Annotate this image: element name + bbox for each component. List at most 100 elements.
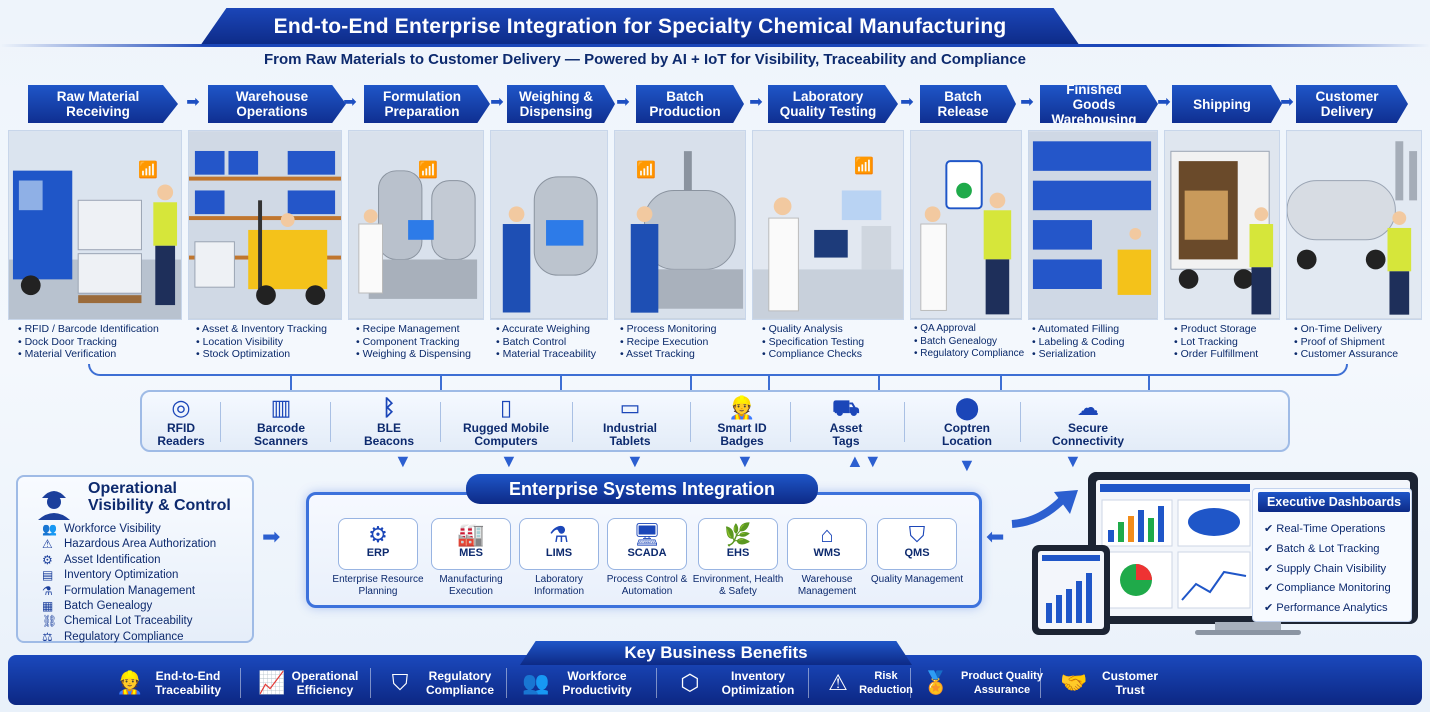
benefits-title: Key Business Benefits	[520, 641, 912, 665]
divider	[808, 668, 809, 698]
arrow-right-icon: ➡	[262, 524, 281, 549]
device-label: Smart ID Badges	[717, 421, 767, 448]
list-item: Compliance Monitoring	[1264, 579, 1390, 599]
flow-arrow-icon: ➡	[1280, 94, 1294, 111]
divider	[440, 402, 441, 442]
flask-icon: ⚗	[549, 522, 569, 547]
divider	[370, 668, 371, 698]
photo-warehouse	[188, 130, 342, 320]
bullet: Recipe Management	[356, 323, 471, 336]
connector-drop	[1000, 376, 1002, 390]
genealogy-icon: ▦	[42, 599, 54, 614]
bullet: Accurate Weighing	[496, 323, 596, 336]
list-item-label: Hazardous Area Authorization	[64, 538, 217, 551]
system-description: Quality Management	[870, 574, 964, 585]
bullet: QA Approval	[914, 323, 1024, 336]
flow-arrow-icon: ➡	[186, 94, 200, 111]
dashboard-list: Real-Time Operations Batch & Lot Trackin…	[1264, 520, 1391, 619]
enterprise-systems-title: Enterprise Systems Integration	[466, 474, 818, 504]
list-item: 👥Workforce Visibility	[42, 522, 216, 537]
bullet: Product Storage	[1174, 323, 1258, 336]
list-item: Real-Time Operations	[1264, 520, 1391, 540]
photo-laboratory	[752, 130, 904, 320]
monitor-base	[1195, 630, 1301, 635]
stage-bullets-production: Process MonitoringRecipe ExecutionAsset …	[620, 323, 716, 361]
device-label: BLE Beacons	[363, 421, 415, 448]
list-item: Supply Chain Visibility	[1264, 560, 1391, 580]
list-item-label: Workforce Visibility	[64, 523, 161, 535]
benefit-productivity: 👥Workforce Productivity	[518, 666, 640, 700]
shield-check-icon: ⛉	[908, 522, 926, 547]
bullet: Automated Filling	[1032, 323, 1124, 336]
bullet: Stock Optimization	[196, 348, 327, 361]
divider	[572, 402, 573, 442]
divider	[656, 668, 657, 698]
bullet: Location Visibility	[196, 336, 327, 349]
system-description: Process Control & Automation	[606, 574, 688, 597]
system-wms: ⌂WMS	[787, 518, 867, 570]
divider	[1040, 668, 1041, 698]
stage-label: Shipping	[1193, 96, 1251, 112]
stage-label: Batch Production	[649, 89, 721, 119]
arrow-down-icon: ▼	[958, 455, 976, 475]
device-label: Rugged Mobile Computers	[463, 421, 549, 448]
growth-chart-icon: 📈	[258, 670, 286, 695]
chain-icon: ⛓	[42, 614, 58, 629]
stage-bullets-weighing: Accurate WeighingBatch ControlMaterial T…	[496, 323, 596, 361]
stage-laboratory-quality-testing: Laboratory Quality Testing	[768, 85, 898, 123]
stage-formulation-preparation: Formulation Preparation	[364, 85, 490, 123]
connector-drop	[690, 376, 692, 390]
warning-icon: ⚠	[828, 670, 848, 695]
bullet: RFID / Barcode Identification	[18, 323, 159, 336]
wifi-icon: 📶	[636, 162, 656, 179]
benefit-efficiency: 📈Operational Efficiency	[254, 666, 360, 700]
system-qms: ⛉QMS	[877, 518, 957, 570]
benefit-label: End-to-End Traceability	[154, 669, 222, 697]
bullet: Batch Control	[496, 336, 596, 349]
list-item: ⚗Formulation Management	[42, 584, 216, 599]
divider	[506, 668, 507, 698]
benefit-compliance: ⛉Regulatory Compliance	[382, 666, 502, 700]
system-name: MES	[459, 547, 483, 559]
bullet: Batch Genealogy	[914, 336, 1024, 349]
flask-icon: ⚗	[42, 583, 53, 598]
bullet: On-Time Delivery	[1294, 323, 1398, 336]
system-name: LIMS	[545, 547, 573, 559]
team-icon: 👥	[522, 670, 550, 695]
monitor-icon: 🖥	[633, 522, 661, 547]
benefit-label: Inventory Optimization	[721, 669, 795, 697]
photo-shipping	[1164, 130, 1280, 320]
title-divider	[0, 44, 1430, 47]
stage-bullets-formulation: Recipe ManagementComponent TrackingWeigh…	[356, 323, 471, 361]
stage-label: Finished Goods Warehousing	[1051, 81, 1137, 127]
list-item-label: Inventory Optimization	[64, 569, 179, 582]
flow-arrow-icon: ➡	[616, 94, 630, 111]
list-item: Performance Analytics	[1264, 599, 1391, 619]
photo-batch-production	[614, 130, 746, 320]
flow-arrow-icon: ➡	[900, 94, 914, 111]
arrow-left-icon: ⬅	[986, 524, 1005, 549]
operational-list: 👥Workforce Visibility ⚠Hazardous Area Au…	[42, 522, 216, 645]
bullet: Quality Analysis	[762, 323, 864, 336]
stage-connector-line	[88, 364, 1348, 376]
benefit-label: Operational Efficiency	[291, 669, 359, 697]
benefit-label: Regulatory Compliance	[425, 669, 494, 697]
list-item: ⛓Chemical Lot Traceability	[42, 614, 216, 629]
barcode-icon: ▥	[270, 395, 292, 420]
worker-icon	[34, 482, 74, 520]
device-label: Industrial Tablets	[602, 421, 657, 448]
divider	[904, 402, 905, 442]
list-item-label: Batch Genealogy	[64, 600, 153, 613]
device-rugged-mobile: ▯Rugged Mobile Computers	[458, 394, 554, 450]
divider	[330, 402, 331, 442]
system-description: Warehouse Management	[797, 574, 857, 597]
tablet-icon: ▭	[619, 395, 641, 420]
flow-arrow-icon: ➡	[1020, 94, 1034, 111]
leaf-icon: 🌿	[724, 522, 752, 547]
connector-drop	[560, 376, 562, 390]
badge-icon: 👷	[728, 395, 756, 420]
device-coptren-location: ⬤Coptren Location	[930, 394, 1004, 450]
bullet: Recipe Execution	[620, 336, 716, 349]
arrow-down-icon: ▼	[736, 451, 754, 471]
